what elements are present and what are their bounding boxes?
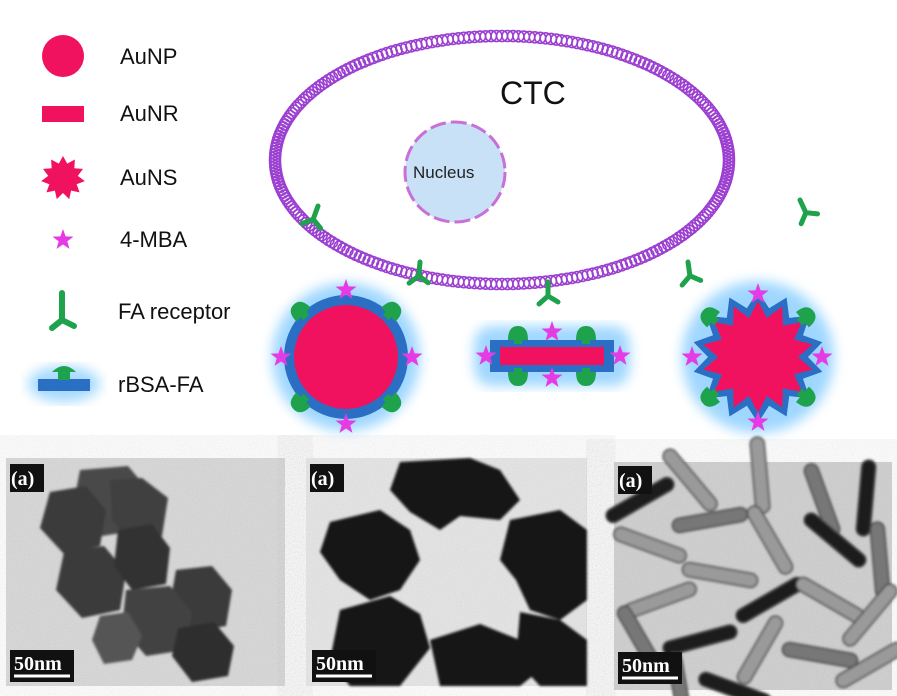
fa-receptor — [797, 197, 821, 227]
ctc-cell: CTC Nucleus — [268, 29, 821, 307]
rbsa-fa-unit — [508, 368, 528, 386]
rbsa-fa-unit — [290, 301, 311, 322]
fa-receptor — [679, 259, 704, 288]
nanorod — [803, 512, 867, 568]
rbsa-fa-unit — [576, 368, 596, 386]
mba-molecule — [747, 283, 769, 303]
membrane-receptors — [299, 197, 821, 307]
mba-molecule — [747, 411, 769, 431]
aunr-core — [500, 347, 604, 365]
legend-item-aunr: AuNR — [42, 101, 179, 126]
rbsa-fa-unit — [576, 326, 596, 344]
nanorod — [842, 583, 897, 647]
legend-item-auns: AuNS — [41, 156, 177, 200]
auns-core — [703, 301, 813, 413]
rbsa-fa-unit — [796, 386, 816, 407]
legend-label-aunp: AuNP — [120, 44, 177, 69]
mba-molecule — [475, 345, 497, 365]
nanorod — [662, 448, 718, 512]
nanorod — [613, 526, 687, 564]
aunr-conjugate — [474, 321, 631, 387]
nanostar-cluster — [320, 458, 587, 686]
legend-label-fa: FA receptor — [118, 299, 231, 324]
nanorod — [698, 671, 772, 696]
rbsa-fa-unit — [700, 386, 720, 407]
cell-title: CTC — [500, 75, 566, 111]
legend-label-auns: AuNS — [120, 165, 177, 190]
nanorod-field — [605, 436, 897, 696]
star-molecule-icon — [52, 229, 74, 249]
nanorod — [681, 561, 759, 589]
rbsa-fa-unit — [290, 392, 311, 413]
fa-receptor — [536, 279, 561, 307]
rod-particle-icon — [42, 106, 84, 122]
mba-molecule — [811, 346, 833, 366]
legend: AuNP AuNR AuNS 4-MBA FA receptor rBSA-FA — [28, 35, 231, 402]
nanorod — [662, 624, 738, 656]
fa-receptor — [406, 259, 431, 286]
legend-item-fa: FA receptor — [49, 290, 231, 331]
mba-molecule — [270, 346, 292, 366]
legend-label-rbsa: rBSA-FA — [118, 372, 204, 397]
aunp-core — [294, 305, 398, 409]
y-receptor-icon — [49, 290, 77, 331]
rbsa-fa-unit — [796, 307, 816, 328]
panel-tag: (a) — [619, 470, 642, 492]
panel-tag: (a) — [311, 468, 334, 490]
mushroom-coating-icon — [28, 366, 100, 402]
legend-item-rbsa: rBSA-FA — [28, 366, 204, 402]
rbsa-fa-unit — [508, 326, 528, 344]
nanorod — [835, 641, 897, 689]
circle-particle-icon — [42, 35, 84, 77]
nanorod — [749, 436, 771, 514]
mba-molecule — [681, 346, 703, 366]
mba-molecule — [335, 279, 357, 299]
nucleus: Nucleus — [403, 120, 507, 224]
mba-molecule — [335, 413, 357, 433]
legend-label-aunr: AuNR — [120, 101, 179, 126]
legend-label-mba: 4-MBA — [120, 227, 188, 252]
fa-receptor — [299, 203, 324, 231]
nucleus-label: Nucleus — [413, 163, 474, 182]
tem-panel-nanorods: (a) 50nm — [605, 436, 897, 696]
panel-tag-bg — [10, 464, 44, 492]
legend-item-mba: 4-MBA — [52, 227, 188, 252]
nanorod — [736, 615, 784, 685]
legend-item-aunp: AuNP — [42, 35, 177, 77]
nanorod — [855, 459, 877, 537]
nanorod — [746, 505, 794, 575]
nanoparticle-cluster — [40, 466, 234, 682]
tem-panel-nanostars: (a) 50nm — [306, 458, 587, 686]
rbsa-fa-unit — [381, 301, 402, 322]
cell-membrane — [268, 29, 736, 291]
mba-molecule — [541, 367, 563, 387]
mba-molecule — [609, 345, 631, 365]
tem-panel-nanoparticles: (a) 50nm — [6, 458, 285, 686]
panel-tag: (a) — [11, 468, 34, 490]
scale-bar-label: 50nm — [316, 653, 364, 675]
star-particle-icon — [41, 156, 85, 200]
rbsa-fa-unit — [381, 392, 402, 413]
rbsa-fa-unit — [700, 307, 720, 328]
mba-molecule — [401, 346, 423, 366]
mba-molecule — [541, 321, 563, 341]
aunp-conjugate — [270, 279, 423, 433]
scale-bar-label: 50nm — [14, 653, 62, 675]
scale-bar-label: 50nm — [622, 655, 670, 677]
nanorod — [781, 641, 859, 669]
auns-conjugate — [681, 281, 834, 433]
